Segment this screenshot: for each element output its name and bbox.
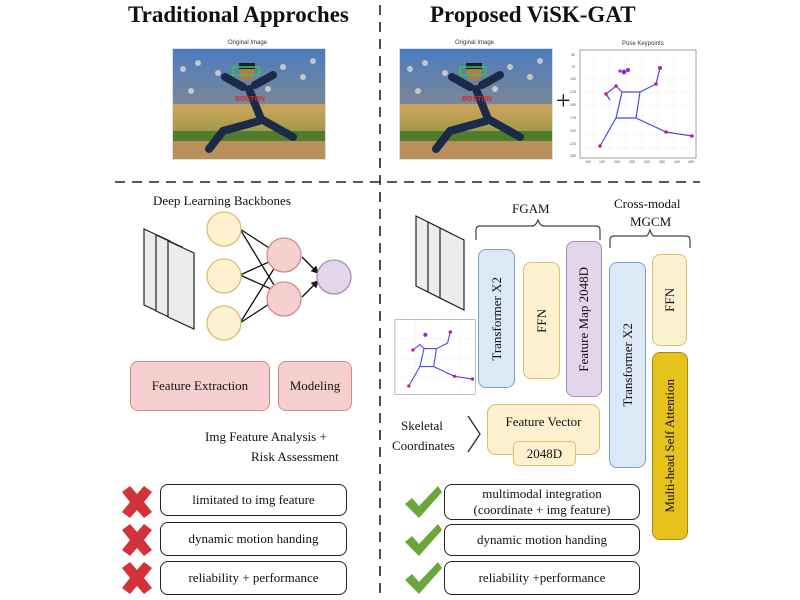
cross-icon: [122, 486, 152, 518]
red-node: [266, 237, 302, 273]
modeling-label: Modeling: [289, 378, 341, 394]
analysis-line-2: Risk Assessment: [251, 449, 339, 464]
pitcher-photo-right: BOSTON: [399, 48, 553, 160]
red-node: [266, 281, 302, 317]
purple-node: [316, 259, 352, 295]
limitation-text: reliability + performance: [188, 569, 319, 585]
multihead-attention-block: Multi-head Self Attention: [652, 352, 688, 540]
yellow-node: [206, 211, 242, 247]
check-icon: [405, 524, 442, 556]
y-tick: 225: [570, 142, 576, 146]
pose-keypoints-mini: [388, 318, 478, 400]
x-tick: 250: [629, 160, 635, 164]
limitation-text: dynamic motion handing: [188, 530, 319, 546]
y-tick: 250: [570, 154, 576, 158]
mgcm-transformer-label: Transformer X2: [619, 323, 635, 407]
x-tick: 150: [599, 160, 605, 164]
x-tick: 350: [659, 160, 665, 164]
feature-vector-label: Feature Vector: [505, 414, 582, 429]
chevron-right-icon: [467, 415, 481, 453]
y-tick: 175: [570, 116, 576, 120]
backbone-network: [143, 211, 352, 341]
mgcm-label-2: MGCM: [630, 214, 672, 229]
feature-extraction-label: Feature Extraction: [151, 378, 249, 394]
backbone-label: Deep Learning Backbones: [153, 193, 291, 208]
y-tick: 100: [570, 77, 576, 81]
fgam-transformer-label: Transformer X2: [488, 276, 504, 361]
mgcm-ffn-block: FFN: [652, 254, 687, 346]
limitation-item: limitated to img feature: [160, 484, 347, 516]
check-icon: [405, 562, 442, 594]
keypoints-caption: Pose Keypoints: [622, 41, 664, 47]
skeletal-label-2: Coordinates: [392, 438, 455, 453]
advantage-item: multimodal integration (coordinate + img…: [444, 484, 640, 520]
advantage-text: multimodal integration (coordinate + img…: [473, 485, 611, 517]
feature-map-block: Feature Map 2048D: [566, 241, 602, 397]
advantage-item: dynamic motion handing: [444, 524, 640, 556]
fgam-bracket: [475, 218, 601, 240]
feature-dim-block: 2048D: [513, 441, 576, 466]
x-tick: 100: [585, 160, 591, 164]
y-tick: 125: [570, 90, 576, 94]
advantage-item: reliability +performance: [444, 561, 640, 595]
yellow-node: [206, 305, 242, 341]
input-stack: [415, 215, 465, 311]
fgam-ffn-label: FFN: [533, 308, 549, 333]
plus-sign: +: [556, 86, 571, 115]
limitation-item: dynamic motion handing: [160, 522, 347, 556]
x-tick: 300: [644, 160, 650, 164]
x-tick: 200: [614, 160, 620, 164]
y-tick: 75: [571, 65, 575, 69]
input-layer: [167, 240, 195, 330]
yellow-node: [206, 258, 242, 294]
pitcher-photo-left: BOSTON: [172, 48, 326, 160]
feature-map-label: Feature Map 2048D: [576, 266, 592, 372]
right-title: Proposed ViSK-GAT: [430, 2, 636, 27]
right-photo-caption: Original Image: [455, 40, 495, 46]
fgam-transformer-block: Transformer X2: [478, 249, 515, 388]
modeling-box: Modeling: [278, 361, 352, 411]
mgcm-transformer-block: Transformer X2: [609, 262, 646, 468]
advantage-text: dynamic motion handing: [477, 531, 607, 547]
limitation-item: reliability + performance: [160, 561, 347, 595]
cross-icon: [122, 562, 152, 594]
limitation-text: limitated to img feature: [192, 491, 315, 507]
mgcm-ffn-label: FFN: [661, 288, 677, 312]
multihead-attention-label: Multi-head Self Attention: [662, 379, 678, 513]
y-tick: 150: [570, 103, 576, 107]
skeletal-label-1: Skeletal: [401, 418, 443, 433]
left-photo-caption: Original Image: [228, 40, 268, 46]
x-tick: 450: [688, 160, 694, 164]
pose-keypoints-plot: 100 150 200 250 300 350 400 450 50 75 10…: [570, 48, 700, 166]
mgcm-label-1: Cross-modal: [614, 196, 681, 211]
y-tick: 50: [571, 53, 575, 57]
svg-text:BOSTON: BOSTON: [462, 96, 492, 103]
svg-text:BOSTON: BOSTON: [235, 96, 265, 103]
y-tick: 200: [570, 129, 576, 133]
check-icon: [405, 486, 442, 518]
fgam-label: FGAM: [512, 201, 550, 216]
fgam-ffn-block: FFN: [523, 262, 560, 379]
left-title: Traditional Approches: [128, 2, 349, 27]
analysis-line-1: Img Feature Analysis +: [205, 429, 327, 444]
feature-dim-label: 2048D: [526, 445, 563, 461]
x-tick: 400: [674, 160, 680, 164]
feature-extraction-box: Feature Extraction: [130, 361, 270, 411]
advantage-text: reliability +performance: [478, 569, 606, 585]
cross-icon: [122, 524, 152, 556]
mgcm-bracket: [609, 228, 691, 248]
